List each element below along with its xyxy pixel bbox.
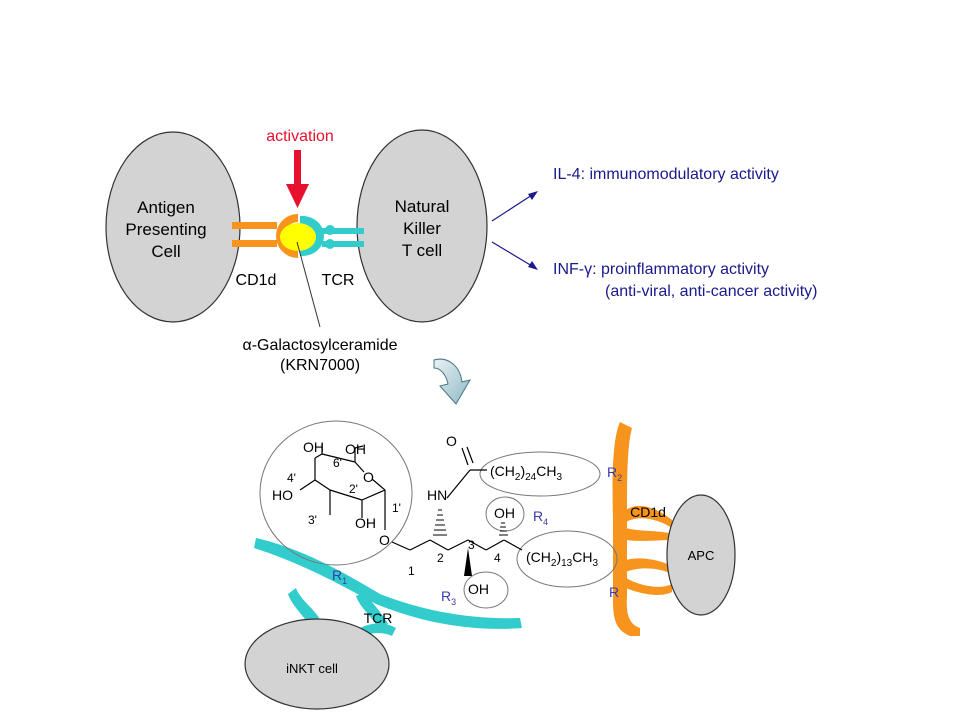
ligand-label-line1: α-Galactosylceramide xyxy=(242,337,397,354)
c4-text: 4' xyxy=(287,471,296,485)
n1-text: 1 xyxy=(408,564,415,578)
cd1d-bottom-label: CD1d xyxy=(630,504,666,520)
il4-arrow xyxy=(491,191,538,222)
infg-arrow xyxy=(491,241,538,270)
sphingosine-chain-formula: (CH2)13CH3 xyxy=(526,549,598,569)
sugar-region-oval xyxy=(259,420,413,566)
c6-text: 6' xyxy=(333,456,342,470)
apc-small-cell xyxy=(666,494,736,616)
nkt-cell xyxy=(356,129,488,323)
oh6-text: OH xyxy=(303,439,324,455)
cd1d-label: CD1d xyxy=(236,272,277,289)
nkt-label-line1: Natural xyxy=(395,197,450,216)
apc-label-line3: Cell xyxy=(151,242,180,261)
c1-text: 1' xyxy=(392,501,401,515)
carbonyl-o-text: O xyxy=(446,433,457,449)
tcr-label: TCR xyxy=(322,272,355,289)
acyl-chain-oval xyxy=(479,451,601,497)
ho3-text: HO xyxy=(272,487,293,503)
oh-r3-text: OH xyxy=(468,581,489,597)
hashed-bond-c4 xyxy=(499,522,508,536)
o-ring-text: O xyxy=(363,469,374,485)
infg-text: INF-γ: proinflammatory activity xyxy=(553,261,769,278)
sphingosine-chain-oval xyxy=(516,530,618,588)
ligand-pointer-line xyxy=(296,241,321,328)
n3-text: 3 xyxy=(468,538,475,552)
cd1d-receptor-top xyxy=(232,214,298,258)
inkt-cell xyxy=(244,618,390,710)
c3-text: 3' xyxy=(308,513,317,527)
backbone-bonds xyxy=(391,446,523,551)
tcr-bottom-label: TCR xyxy=(364,610,393,626)
cd1d-band-bottom xyxy=(612,422,672,636)
oh4-text: OH xyxy=(345,441,366,457)
r3-label: R3 xyxy=(441,588,456,607)
oh2-text: OH xyxy=(355,515,376,531)
c2-text: 2' xyxy=(349,482,358,496)
inkt-label: iNKT cell xyxy=(286,661,338,676)
apc-label-line1: Antigen xyxy=(137,198,195,217)
acyl-chain-formula: (CH2)24CH3 xyxy=(490,463,562,483)
activation-arrow xyxy=(286,150,309,208)
il4-text: IL-4: immunomodulatory activity xyxy=(553,166,779,183)
activation-label: activation xyxy=(266,128,334,145)
hn-text: HN xyxy=(427,487,447,503)
oh-r3-oval xyxy=(463,571,509,609)
r1-label: R1 xyxy=(332,567,347,586)
o-link-text: O xyxy=(379,532,390,548)
r2-label: R2 xyxy=(607,464,622,483)
nkt-label-line2: Killer xyxy=(403,219,441,238)
curved-down-arrow xyxy=(433,358,472,405)
hashed-bond-c2 xyxy=(433,509,447,536)
infg-text-2: (anti-viral, anti-cancer activity) xyxy=(605,283,818,300)
wedge-bond-c3 xyxy=(464,548,472,576)
sugar-ring xyxy=(299,444,386,530)
oh-r4-text: OH xyxy=(494,505,515,521)
ligand-blob xyxy=(280,223,316,251)
nkt-label-line3: T cell xyxy=(402,241,442,260)
ligand-label-line2: (KRN7000) xyxy=(280,357,360,374)
apc-label-line2: Presenting xyxy=(125,220,206,239)
r4-label: R4 xyxy=(533,508,548,527)
n2-text: 2 xyxy=(437,551,444,565)
r-label: R xyxy=(609,584,619,600)
apc-small-label: APC xyxy=(688,548,715,563)
n4-text: 4 xyxy=(494,551,501,565)
